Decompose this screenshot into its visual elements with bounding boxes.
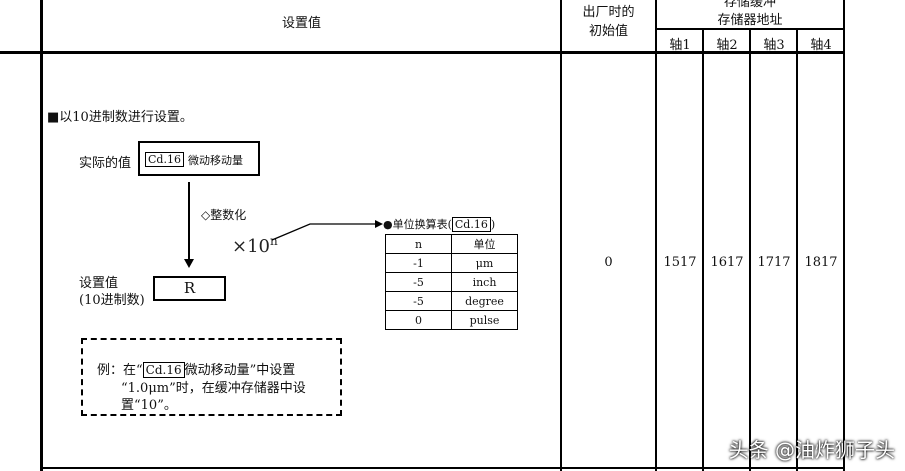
address-axis-2: 1617 [710,255,744,270]
actual-value-box: Cd.16 微动移动量 [138,141,260,176]
example-text: 微动移动量”中设置 [184,363,296,378]
ref-cd16: Cd.16 [451,217,491,232]
grid-line [702,29,704,471]
cell: degree [451,291,518,311]
actual-label: 实际的值 [79,156,132,171]
example-line-2: “1.0μm”时，在缓冲存储器中设 [121,381,306,396]
cell: 0 [385,310,452,330]
header-initial: 出厂时的 初始值 [582,5,635,39]
grid-line [0,51,845,54]
cell: -5 [385,272,452,292]
actual-name: 微动移动量 [188,154,243,167]
grid-line [560,0,562,471]
table-title-text: ●单位换算表( [383,218,452,231]
grid-line [655,0,657,471]
header-setting: 设置值 [281,16,321,31]
watermark: 头条 @油炸狮子头 [728,438,895,462]
cell: -5 [385,291,452,311]
multiplier: ×10n [232,234,278,257]
header-buffer-top: 存储缓冲 [723,0,776,10]
exponent: n [270,234,278,248]
address-axis-1: 1517 [663,255,697,270]
address-axis-4: 1817 [804,255,838,270]
address-axis-3: 1717 [757,255,791,270]
grid-line [749,29,751,471]
r-box: R [153,276,226,301]
grid-line [40,0,43,471]
table-title: ●单位换算表(Cd.16) [383,216,495,232]
set-label-2: (10进制数) [79,293,145,308]
col-n: n [385,234,452,254]
set-label-1: 设置值 [79,276,119,291]
header-buffer: 存储器地址 [717,13,783,28]
example-text: 例：在“ [97,363,143,378]
ref-cd16: Cd.16 [142,362,185,378]
arrow-head-icon [184,259,194,268]
grid-line [655,28,845,30]
grid-line [796,29,798,471]
integerize: ◇整数化 [201,208,247,222]
arrow-down [188,182,190,262]
example-line-3: 置“10”。 [121,398,177,413]
header-axis-4: 轴4 [810,38,832,53]
cell: μm [451,253,518,273]
cell: -1 [385,253,452,273]
table-title-end: ) [490,218,496,231]
grid-line [40,467,845,469]
cell: pulse [451,310,518,330]
col-unit: 单位 [451,234,518,254]
cell: inch [451,272,518,292]
grid-line [843,0,845,471]
heading: ■以10进制数进行设置。 [47,110,193,125]
connector-arrow [271,220,383,241]
header-axis-3: 轴3 [763,38,785,53]
ref-cd16: Cd.16 [145,152,184,167]
initial-value: 0 [604,255,613,270]
header-axis-1: 轴1 [669,38,691,53]
header-axis-2: 轴2 [716,38,738,53]
multiplier-text: ×10 [232,236,270,257]
